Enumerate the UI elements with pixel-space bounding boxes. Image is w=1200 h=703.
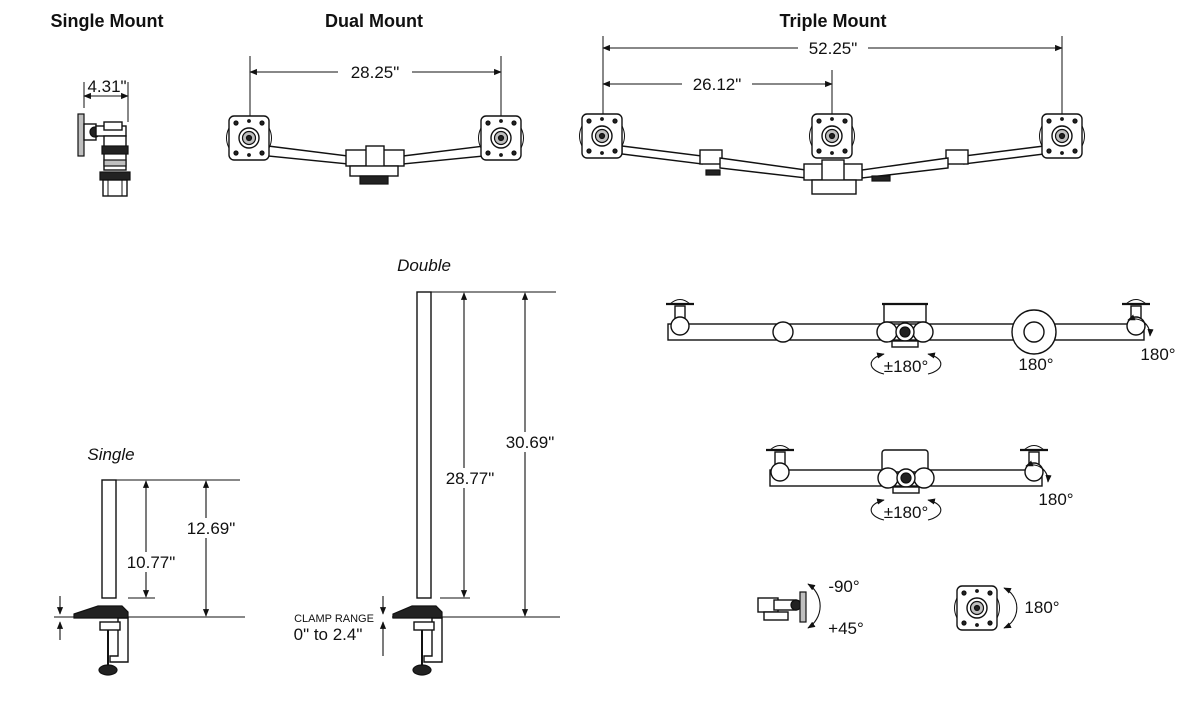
single-depth-dimension: 4.31" <box>87 77 126 96</box>
triple-half-dimension: 26.12" <box>693 75 742 94</box>
double-pole-usable-dimension: 28.77" <box>446 469 495 488</box>
dual-mount-title: Dual Mount <box>325 11 423 31</box>
double-pole-total-dimension: 30.69" <box>506 433 555 452</box>
dual-center-rotation: ±180° <box>884 503 929 522</box>
dual-span-dimension: 28.25" <box>351 63 400 82</box>
dual-end-rotation: 180° <box>1038 490 1073 509</box>
triple-middle-rotation: 180° <box>1018 355 1053 374</box>
triple-mount-title: Triple Mount <box>780 11 887 31</box>
single-mount-drawing: 4.31" <box>78 77 130 196</box>
clamp-range-value: 0" to 2.4" <box>294 625 363 644</box>
plate-rotation-angle: 180° <box>1024 598 1059 617</box>
single-pole-usable-dimension: 10.77" <box>127 553 176 572</box>
tilt-drawing: -90° +45° <box>758 577 864 638</box>
single-pole-drawing: Single 10.77" 12.69" <box>54 445 245 675</box>
clamp-range-label: CLAMP RANGE <box>294 613 374 625</box>
triple-end-rotation: 180° <box>1140 345 1175 364</box>
double-pole-label: Double <box>397 256 451 275</box>
single-pole-total-dimension: 12.69" <box>187 519 236 538</box>
triple-center-rotation: ±180° <box>884 357 929 376</box>
triple-total-dimension: 52.25" <box>809 39 858 58</box>
triple-rotation-drawing: ±180° 180° 180° <box>666 300 1176 377</box>
tilt-up-angle: -90° <box>828 577 859 596</box>
single-mount-title: Single Mount <box>51 11 164 31</box>
dual-mount-drawing: 28.25" <box>227 56 524 184</box>
plate-rotation-drawing: 180° <box>955 586 1060 630</box>
dual-rotation-drawing: ±180° 180° <box>766 446 1074 523</box>
double-pole-drawing: Double CLAMP RANGE 0" to 2.4" 28.77" 30.… <box>294 256 560 675</box>
triple-mount-drawing: 52.25" 26.12" <box>580 36 1085 194</box>
tilt-down-angle: +45° <box>828 619 864 638</box>
single-pole-label: Single <box>87 445 134 464</box>
